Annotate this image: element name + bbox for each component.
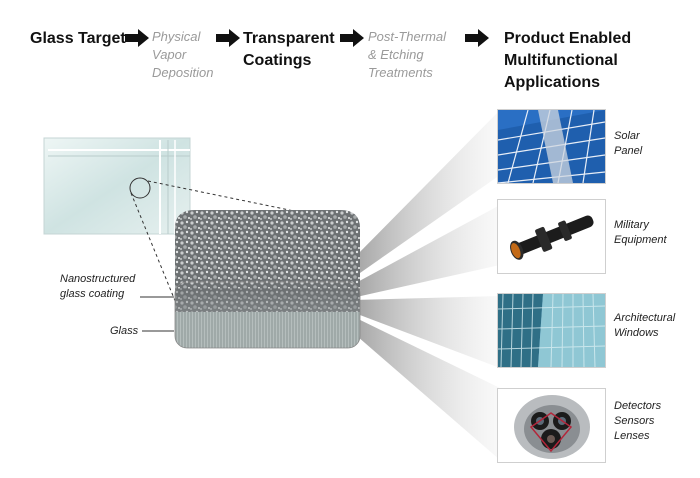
arrow-right-icon — [340, 29, 364, 47]
step-glass-target: Glass Target — [30, 30, 126, 47]
label-glass: Glass — [110, 325, 139, 337]
rifle-scope-photo — [497, 199, 606, 274]
solar-panel-photo — [497, 109, 606, 184]
beam-architectural — [352, 296, 500, 368]
glass-building-photo — [497, 293, 606, 368]
sensor-camera-photo — [497, 388, 606, 463]
coating-surface — [175, 210, 360, 288]
magnifier-circle — [129, 177, 151, 199]
arrow-right-icon — [216, 29, 240, 47]
arrow-right-icon — [125, 29, 149, 47]
app-label-solar-panel: Solar Panel — [614, 130, 643, 157]
light-beams — [350, 110, 500, 460]
beam-solar — [350, 110, 500, 280]
coated-glass-block — [174, 210, 361, 349]
beam-detectors — [350, 315, 500, 460]
app-label-detectors-sensors-lenses: Detectors Sensors Lenses — [614, 400, 662, 442]
glass-pane — [43, 137, 191, 235]
step-product-applications: Product Enabled Multifunctional Applicat… — [504, 30, 632, 91]
app-label-architectural-windows: Architectural Windows — [614, 312, 676, 339]
zoom-lines — [130, 180, 339, 309]
step-physical-vapor-deposition: Physical Vapor Deposition — [152, 29, 214, 80]
arrow-right-icon — [465, 29, 489, 47]
label-nanostructured-coating: Nanostructured glass coating — [60, 273, 136, 300]
step-post-thermal-etching: Post-Thermal & Etching Treatments — [368, 29, 447, 80]
app-label-military-equipment: Military Equipment — [614, 219, 667, 246]
step-transparent-coatings: Transparent Coatings — [243, 30, 335, 69]
beam-military — [352, 205, 500, 298]
